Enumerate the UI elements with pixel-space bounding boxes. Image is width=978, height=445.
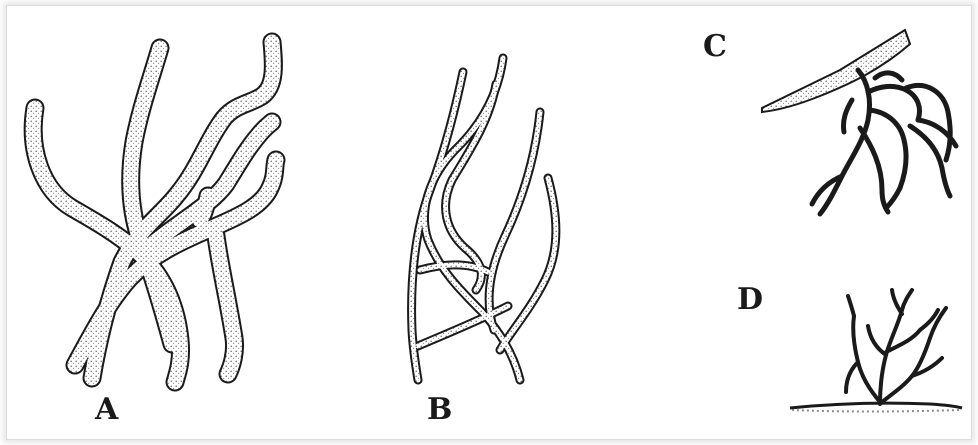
panel-d-rhizoids xyxy=(790,290,962,412)
panel-label-a: A xyxy=(95,395,118,425)
panel-label-d: D xyxy=(737,285,763,315)
panel-c-rhizoids xyxy=(762,30,956,214)
panel-a-hyphae xyxy=(33,42,276,382)
panel-b-hyphae xyxy=(412,58,556,380)
panel-label-b: B xyxy=(427,395,452,425)
panel-label-c: C xyxy=(703,32,727,62)
